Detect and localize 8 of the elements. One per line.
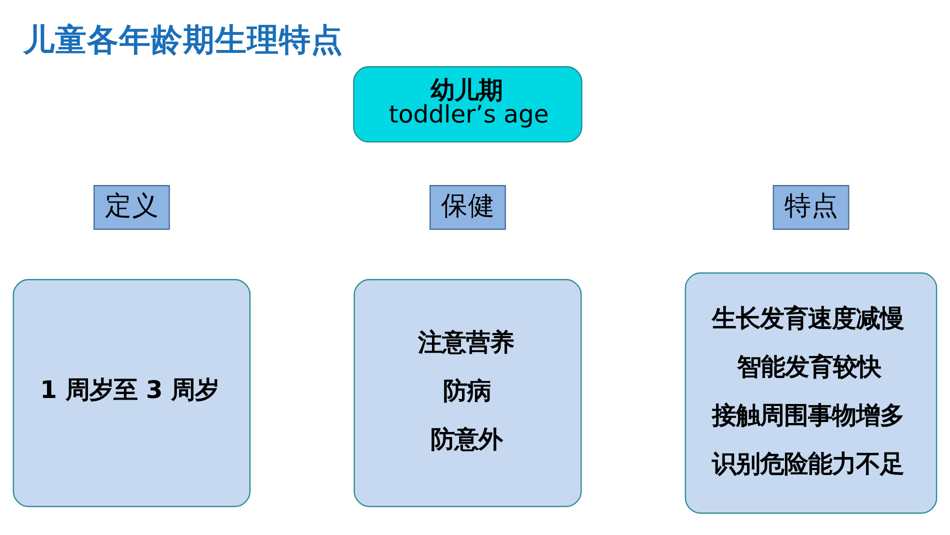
node-box: 幼儿期 toddler’s age	[353, 66, 582, 143]
node-box: 生长发育速度减慢 智能发育较快 接触周围事物增多 识别危险能力不足	[684, 272, 938, 514]
node-box: 保健	[430, 185, 506, 230]
node-box: 定义	[93, 185, 170, 230]
node-box: 注意营养 防病 防意外	[354, 279, 582, 508]
node-box: 1 周岁至 3 周岁	[12, 279, 251, 508]
node-box: 特点	[772, 185, 850, 230]
diagram-title: 儿童各年龄期生理特点	[23, 22, 344, 59]
